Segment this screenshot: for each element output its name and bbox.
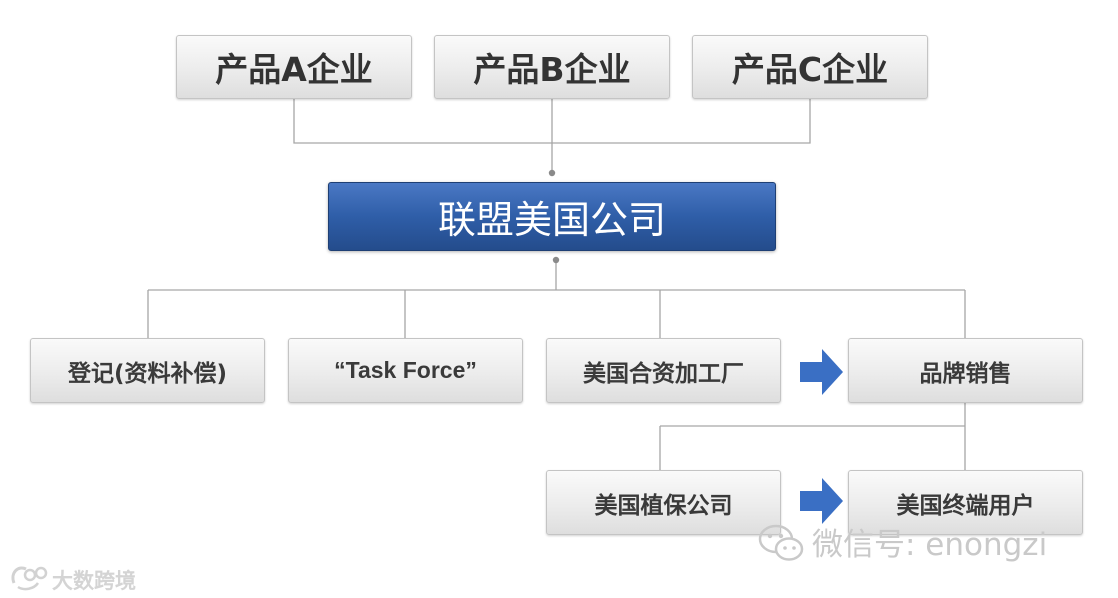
node-alliance: 联盟美国公司 <box>328 182 776 251</box>
node-label: 联盟美国公司 <box>437 198 666 242</box>
node-registration: 登记(资料补偿) <box>30 338 265 403</box>
connector-dot <box>548 169 556 177</box>
node-company-a: 产品A企业 <box>176 35 412 99</box>
node-label: 美国植保公司 <box>594 492 733 519</box>
node-task-force: “Task Force” <box>288 338 523 403</box>
wechat-watermark: 微信号: enongzi <box>812 527 1048 563</box>
node-label: 产品B企业 <box>473 50 631 89</box>
node-company-c: 产品C企业 <box>692 35 928 99</box>
connector-dot <box>552 256 560 264</box>
node-label: 产品C企业 <box>731 50 889 89</box>
arrow-right-icon <box>800 478 843 524</box>
node-brand-sales: 品牌销售 <box>848 338 1083 403</box>
arrow-right-icon <box>800 349 843 395</box>
node-label: 产品A企业 <box>215 50 373 89</box>
logo-watermark: 大数跨境 <box>52 569 136 593</box>
node-company-b: 产品B企业 <box>434 35 670 99</box>
node-label: 美国合资加工厂 <box>583 360 744 387</box>
node-crop-protection: 美国植保公司 <box>546 470 781 535</box>
node-label: 登记(资料补偿) <box>67 360 228 387</box>
node-end-users: 美国终端用户 <box>848 470 1083 535</box>
node-joint-venture: 美国合资加工厂 <box>546 338 781 403</box>
node-label: 美国终端用户 <box>896 492 1035 519</box>
sales-connector <box>659 396 966 470</box>
branch-drops <box>147 290 966 338</box>
logo-icon <box>11 566 48 591</box>
node-label: “Task Force” <box>334 357 477 383</box>
node-label: 品牌销售 <box>919 360 1012 387</box>
wechat-icon <box>758 524 804 561</box>
